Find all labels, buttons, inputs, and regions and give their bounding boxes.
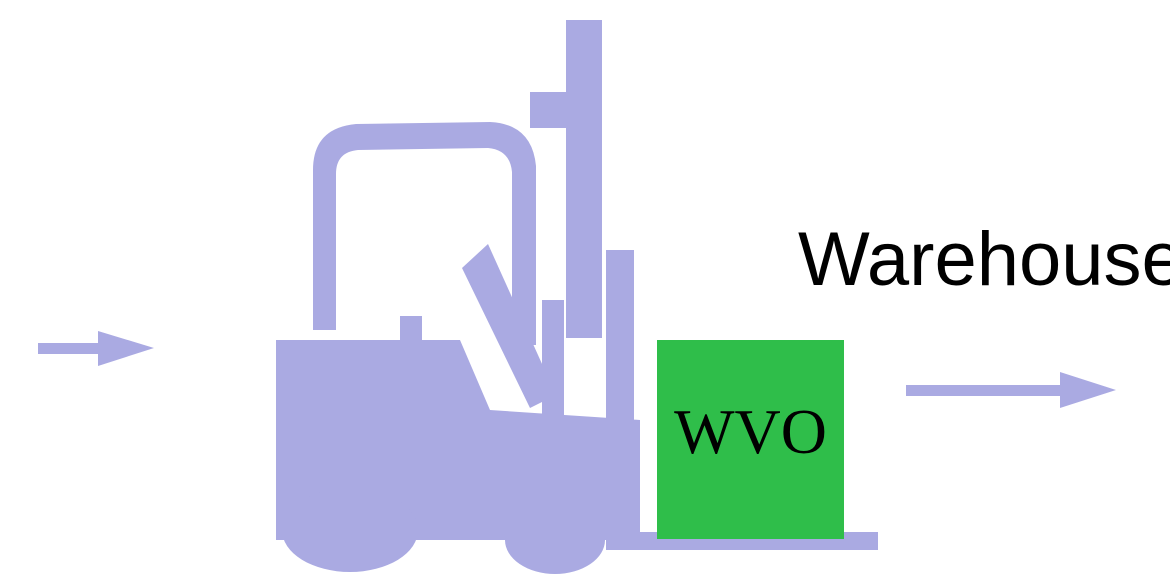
crate-label: WVO: [657, 400, 844, 464]
warehouse-label: Warehouse: [798, 222, 1170, 298]
incoming-arrow-icon: [38, 331, 154, 366]
outgoing-arrow-icon: [906, 372, 1116, 408]
